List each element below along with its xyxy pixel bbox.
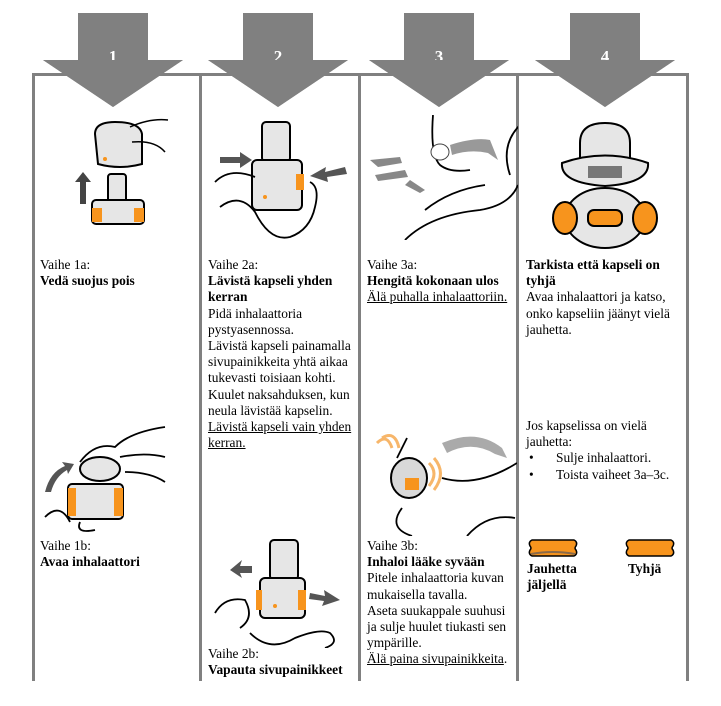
warning-period: . [503, 651, 508, 667]
step-number: 2 [273, 47, 283, 66]
step-arrow-3: 3 [369, 13, 509, 107]
condition-text: Jos kapselissa on vielä jauhetta: [526, 418, 647, 450]
step-label: Vaihe 3b: [367, 538, 418, 553]
step-title: Inhaloi lääke syvään [367, 554, 485, 570]
step-1a-text: Vaihe 1a: Vedä suojus pois [40, 257, 195, 289]
illustration-exhale [370, 114, 521, 245]
instruction-line: Kuulet naksahduksen, kun neula lävistää … [208, 386, 350, 418]
step-label: Vaihe 2b: [208, 646, 259, 661]
step-3a-text: Vaihe 3a: Hengitä kokonaan ulos Älä puha… [367, 257, 517, 306]
illustration-release-buttons [210, 538, 350, 653]
list-item: Sulje inhalaattori. [526, 450, 686, 466]
step-label: Vaihe 1b: [40, 538, 91, 553]
instruction-text: Avaa inhalaattori ja katso, onko kapseli… [526, 289, 670, 337]
step-title: Vedä suojus pois [40, 273, 135, 289]
step-label: Vaihe 1a: [40, 257, 91, 272]
column-divider [358, 73, 361, 681]
step-2a-text: Vaihe 2a: Lävistä kapseli yhden kerran P… [208, 257, 358, 451]
step-number: 3 [434, 47, 444, 66]
instruction-line: Pitele inhalaattoria kuvan mukaisella ta… [367, 570, 504, 602]
step-1b-text: Vaihe 1b: Avaa inhalaattori [40, 538, 195, 570]
capsule-empty-icon [624, 538, 676, 563]
action-list: Sulje inhalaattori. Toista vaiheet 3a–3c… [526, 450, 686, 483]
list-item: Toista vaiheet 3a–3c. [526, 467, 686, 483]
warning-text: Lävistä kapseli vain yhden kerran. [208, 419, 352, 451]
step-label: Vaihe 3a: [367, 257, 418, 272]
step-arrow-2: 2 [208, 13, 348, 107]
illustration-open-inhaler [40, 422, 170, 539]
instruction-line: Pidä inhalaattoria pystyasennossa. [208, 305, 303, 337]
step-number: 1 [108, 47, 118, 66]
illustration-pierce-capsule [210, 112, 350, 252]
warning-text: Älä paina sivupainikkeita [367, 651, 504, 667]
illustration-check-capsule [550, 118, 660, 258]
column-divider [199, 73, 202, 681]
step-arrow-4: 4 [535, 13, 675, 107]
warning-text: Älä puhalla inhalaattoriin. [367, 289, 508, 305]
step-label: Vaihe 2a: [208, 257, 259, 272]
step-3b-text: Vaihe 3b: Inhaloi lääke syvään Pitele in… [367, 538, 517, 668]
illustration-inhale [367, 418, 518, 541]
instruction-line: Aseta suukappale suuhusi ja sulje huulet… [367, 602, 507, 651]
step-2b-text: Vaihe 2b: Vapauta sivupainikkeet [208, 646, 358, 678]
illustration-remove-cap [70, 112, 170, 252]
step-title: Lävistä kapseli yhden kerran [208, 273, 333, 305]
instruction-line: Lävistä kapseli painamalla sivupainikkei… [208, 338, 351, 386]
column-divider [32, 73, 35, 681]
warning-line: Älä paina sivupainikkeita. [367, 651, 517, 667]
capsule-powder-icon [527, 538, 579, 563]
step-number: 4 [600, 47, 610, 66]
step-4-if-text: Jos kapselissa on vielä jauhetta: Sulje … [526, 418, 686, 483]
column-divider [686, 73, 689, 681]
step-title: Hengitä kokonaan ulos [367, 273, 499, 289]
step-title: Avaa inhalaattori [40, 554, 140, 570]
capsule-empty-label: Tyhjä [628, 561, 662, 576]
capsule-powder-label: Jauhetta jäljellä [527, 561, 577, 593]
column-divider [516, 73, 519, 681]
step-4-text: Tarkista että kapseli on tyhjä Avaa inha… [526, 257, 686, 338]
step-title: Tarkista että kapseli on tyhjä [526, 257, 660, 289]
step-title: Vapauta sivupainikkeet [208, 662, 343, 678]
step-arrow-1: 1 [43, 13, 183, 107]
